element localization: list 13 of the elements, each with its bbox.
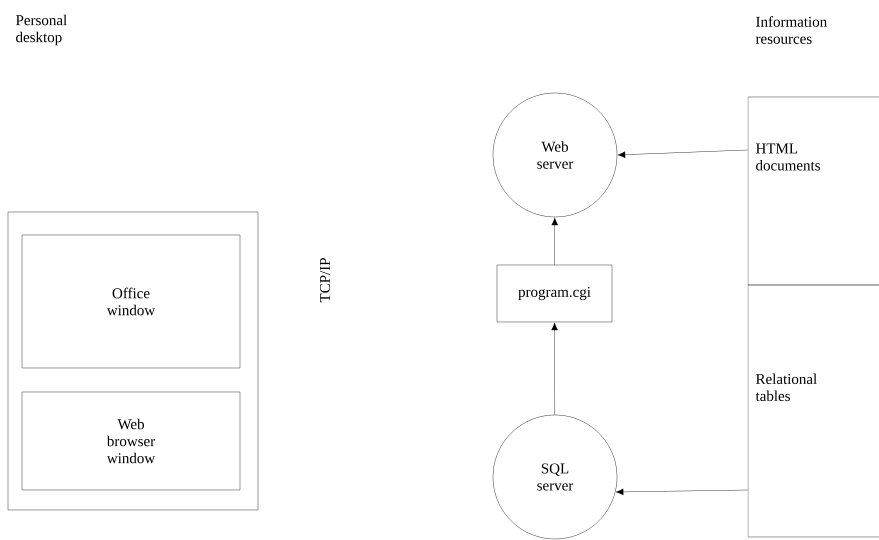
window-box: Office window xyxy=(22,234,240,368)
protocol-label: TCP/IP xyxy=(320,258,330,302)
program-box: program.cgi xyxy=(496,264,612,322)
arrow xyxy=(616,488,748,496)
resource-box: Relational tables xyxy=(748,284,879,538)
column-heading: Personal desktop xyxy=(16,14,67,46)
column-heading: Information resources xyxy=(756,16,827,44)
arrow xyxy=(551,322,558,415)
window-box: Web browser window xyxy=(22,392,240,490)
arrow xyxy=(551,218,558,265)
arrow xyxy=(618,150,748,158)
desktop-frame xyxy=(8,212,258,510)
resource-box: HTML documents xyxy=(748,96,879,286)
